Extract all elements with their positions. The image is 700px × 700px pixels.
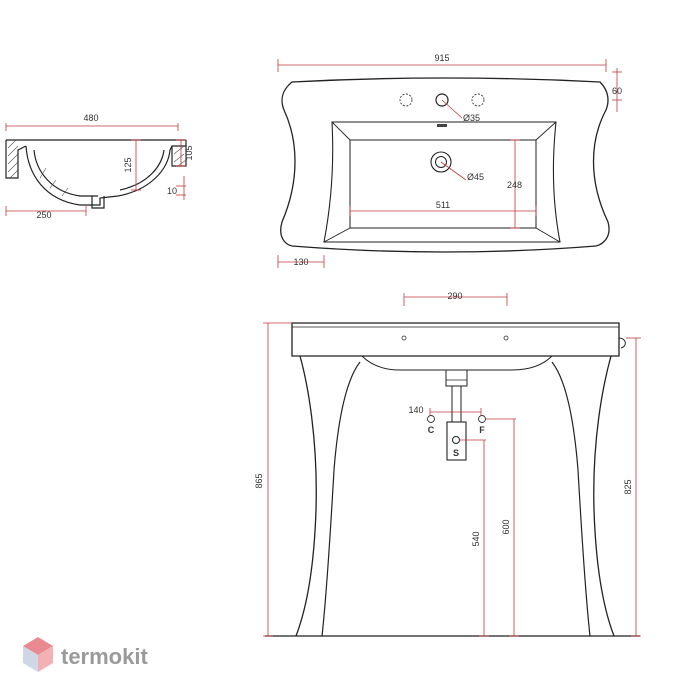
front-tap-hole-right-icon xyxy=(503,335,509,341)
dim-rim-height xyxy=(626,337,641,637)
front-view: S C F 290 140 865 825 xyxy=(254,291,641,637)
dim-total-height-label: 865 xyxy=(254,473,264,488)
hot-supply-label: F xyxy=(479,425,485,435)
top-view-outer-outline xyxy=(280,77,610,253)
watermark: termokit xyxy=(23,637,148,672)
dim-tap-hole-label: Ø35 xyxy=(463,113,480,123)
tap-hole-right-icon xyxy=(471,93,485,107)
dim-supply-height-label: 600 xyxy=(501,519,511,534)
siphon-outlet-icon xyxy=(452,436,460,444)
drain-inner-icon xyxy=(435,156,447,168)
tap-hole-center-icon xyxy=(435,93,449,107)
dim-side-basin-depth xyxy=(131,139,141,191)
dim-supply-spacing-label: 140 xyxy=(408,405,423,415)
dim-bowl-depth-label: 248 xyxy=(507,180,522,190)
top-view-bowl-corner-lines xyxy=(323,121,561,243)
siphon-label: S xyxy=(453,448,459,458)
dim-edge-offset-label: 130 xyxy=(293,257,308,267)
overflow-slot-icon xyxy=(437,124,447,127)
front-tap-hole-left-icon xyxy=(401,335,407,341)
dim-top-back xyxy=(612,68,622,112)
cube-logo-icon xyxy=(23,637,53,672)
dim-side-depth-label: 250 xyxy=(36,210,51,220)
hot-supply-icon xyxy=(478,415,486,423)
dim-bowl-width xyxy=(349,206,537,216)
dim-bowl-depth xyxy=(510,139,520,229)
cold-supply-icon xyxy=(427,415,435,423)
dim-drain-label: Ø45 xyxy=(467,172,484,182)
watermark-brand: termokit xyxy=(61,644,148,669)
dim-total-height xyxy=(263,322,292,637)
dim-hole-spacing xyxy=(403,293,508,306)
dim-side-lip xyxy=(176,176,186,200)
dim-rim-height-label: 825 xyxy=(623,479,633,494)
dim-supply-height xyxy=(486,418,519,637)
dim-edge-offset xyxy=(277,255,325,268)
top-view: Ø35 Ø45 915 60 511 248 xyxy=(277,53,622,268)
dim-side-width xyxy=(5,123,179,131)
dim-side-lip-label: 10 xyxy=(167,186,177,196)
dim-drain-height xyxy=(460,439,489,637)
dim-bowl-width-label: 511 xyxy=(436,200,450,210)
dim-top-width xyxy=(277,59,607,72)
dim-side-basin-depth-label: 125 xyxy=(123,157,133,172)
dim-supply-spacing xyxy=(429,408,482,416)
drain-outer-icon xyxy=(430,151,452,173)
front-pedestal-right-leg xyxy=(593,355,615,637)
dim-hole-spacing-label: 290 xyxy=(447,291,462,301)
dim-top-width-label: 915 xyxy=(434,53,449,63)
dim-top-back-label: 60 xyxy=(612,86,622,96)
drain-pipe xyxy=(445,369,468,387)
tap-hole-left-icon xyxy=(399,93,413,107)
side-section-outline xyxy=(5,139,187,209)
front-basin-body xyxy=(291,322,620,357)
dim-side-rim-height-label: 105 xyxy=(184,145,194,160)
dim-side-depth xyxy=(5,206,87,216)
dim-side-rim-height xyxy=(176,139,186,167)
siphon-box xyxy=(446,421,467,461)
dim-side-width-label: 480 xyxy=(83,113,98,123)
side-section-view: 480 250 125 105 10 xyxy=(5,113,194,220)
side-section-hatching xyxy=(7,139,187,197)
dim-drain-height-label: 540 xyxy=(471,531,481,546)
front-pedestal-left-leg xyxy=(295,355,317,637)
cold-supply-label: C xyxy=(428,425,435,435)
